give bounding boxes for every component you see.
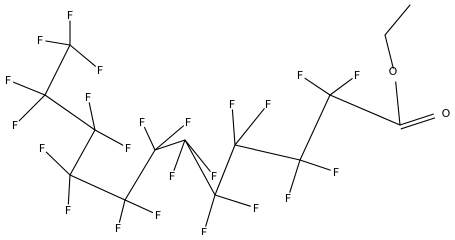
fluorine-atom-label: F	[285, 192, 291, 205]
bond-c2-f23	[329, 78, 353, 96]
fluorine-atom-label: F	[201, 226, 207, 235]
bond-c9-f9	[67, 174, 71, 205]
bond-c1-o2	[399, 113, 434, 126]
bond-c6-f14	[173, 139, 186, 171]
fluorine-atom-label: F	[85, 91, 91, 104]
bond-c4-f19	[234, 108, 265, 146]
atom-label-layer: F F F F F F F F F F F F F F F F F F F F F F F O O	[5, 9, 451, 239]
fluorine-atom-label: F	[253, 202, 259, 215]
bond-c11-c10	[44, 94, 96, 131]
fluorine-atom-label: F	[65, 204, 71, 217]
bond-c9-c8	[69, 174, 126, 201]
bond-ce1-ce2	[384, 4, 411, 36]
bond-c4-f18	[231, 109, 236, 146]
fluorine-atom-label: F	[333, 166, 339, 179]
bond-c11-f4	[13, 81, 46, 96]
bond-c7-f12	[143, 126, 156, 151]
structure-diagram: F F F F F F F F F F F F F F F F F F F F F F F O O	[5, 4, 451, 239]
fluorine-atom-label: F	[115, 222, 121, 235]
bond-c3-f21	[299, 159, 331, 171]
bond-c10-c9	[69, 129, 96, 176]
fluorine-atom-label: F	[354, 69, 360, 82]
bond-c7-f13	[154, 125, 184, 151]
bond-c5-c4	[214, 144, 236, 196]
fluorine-atom-label: F	[155, 209, 161, 222]
fluorine-atom-label: F	[125, 142, 131, 155]
fluorine-atom-label: F	[229, 98, 235, 111]
fluorine-atom-label: F	[5, 74, 11, 87]
fluorine-atom-label: F	[297, 69, 303, 82]
molecule-drawing: F F F F F F F F F F F F F F F F F F F F F F F O O	[5, 4, 451, 239]
bond-c3-f20	[289, 159, 301, 193]
fluorine-atom-label: F	[37, 34, 43, 47]
bond-c12-f3	[69, 44, 96, 67]
bond-c2-f22	[304, 77, 331, 96]
bond-c12-f1	[45, 40, 71, 46]
fluorine-atom-label: F	[39, 142, 45, 155]
fluorine-atom-label: F	[265, 98, 271, 111]
bond-o1-ce1	[384, 34, 394, 69]
oxygen-atom-label: O	[389, 65, 398, 78]
bond-c8-f11	[124, 199, 154, 214]
fluorine-atom-label: F	[67, 9, 73, 22]
bond-c9-f8	[45, 151, 71, 176]
bond-c6-c5	[184, 139, 216, 196]
bond-c1-o2-second	[400, 117, 436, 130]
fluorine-atom-label: F	[12, 119, 18, 132]
fluorine-atom-label: F	[211, 170, 217, 183]
bond-c3-c2	[299, 94, 331, 161]
bond-c8-c7	[124, 149, 156, 201]
bond-c8-f10	[118, 199, 126, 223]
bond-c2-c1	[329, 94, 401, 126]
bond-c11-f5	[18, 94, 46, 122]
bond-c5-f16	[205, 194, 216, 227]
bond-c10-f7	[94, 129, 124, 146]
bond-c5-f17	[214, 194, 251, 207]
fluorine-atom-label: F	[185, 116, 191, 129]
bond-c6-f15	[184, 139, 211, 172]
bond-c10-f6	[88, 102, 96, 131]
bond-c12-c11	[44, 44, 71, 96]
oxygen-atom-label: O	[442, 107, 451, 120]
fluorine-atom-label: F	[169, 170, 175, 183]
bond-layer	[13, 4, 436, 227]
bond-c4-c3	[234, 144, 301, 161]
fluorine-atom-label: F	[97, 64, 103, 77]
bond-c7-c6	[154, 139, 186, 151]
fluorine-atom-label: F	[139, 116, 145, 129]
bond-c1-o1	[395, 81, 401, 126]
